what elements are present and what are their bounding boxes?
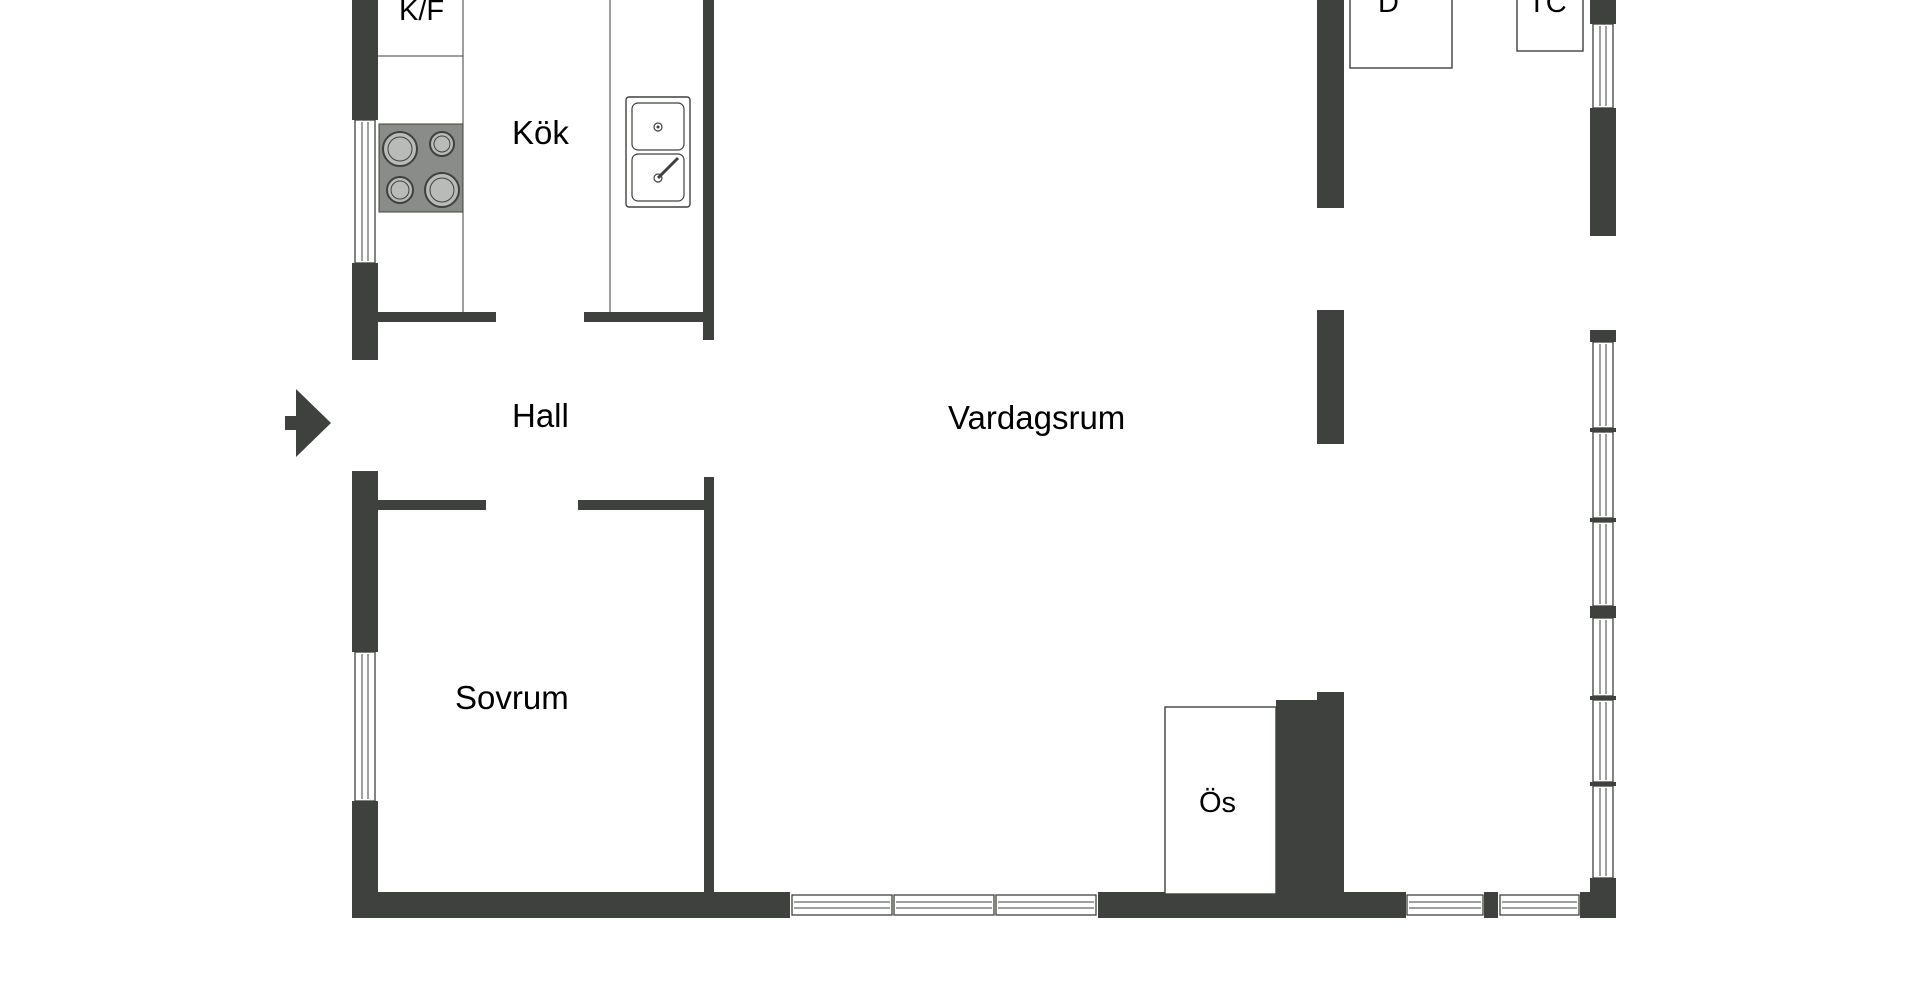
kitchen-fixtures: [378, 0, 691, 312]
window-right-1: [1592, 341, 1614, 429]
right-wall-lower-cap: [1590, 330, 1616, 342]
window-right-6: [1592, 785, 1614, 879]
left-wall-hall-lower: [352, 471, 378, 652]
window-right-2: [1592, 431, 1614, 519]
entrance-arrow-icon: [285, 389, 331, 457]
window-right-upper: [1592, 23, 1614, 109]
window-bottom-4: [1406, 894, 1484, 916]
kitchen-hall-wall-right: [584, 312, 714, 322]
window-right-mullion-1: [1590, 428, 1616, 432]
dryer-label: TC: [1528, 0, 1567, 19]
fridge-freezer-label: K/F: [399, 0, 444, 27]
window-right-mullion-4: [1590, 696, 1616, 700]
dishwasher-box: [1349, 0, 1453, 69]
window-bottom-5: [1499, 894, 1580, 916]
dryer-box: [1516, 0, 1584, 52]
windows: [354, 23, 1616, 916]
kitchen-right-wall: [703, 0, 714, 340]
window-right-5: [1592, 699, 1614, 783]
column-wall-middle: [1317, 310, 1344, 444]
chimney: [1276, 700, 1344, 918]
fireplace-label: Ös: [1199, 787, 1236, 819]
room-label-bedroom: Sovrum: [455, 679, 569, 716]
right-wall-bottom: [1590, 878, 1616, 918]
chimney-cap: [1317, 692, 1344, 702]
bottom-wall-bedroom: [352, 892, 790, 918]
bottom-wall-mid: [1098, 892, 1406, 918]
outer-walls: [352, 0, 1616, 918]
window-kitchen-left: [354, 119, 376, 264]
sink-icon: [625, 96, 691, 208]
dishwasher-label: D: [1378, 0, 1399, 19]
stove-icon: [378, 123, 464, 213]
interior-walls: [378, 0, 1344, 918]
room-label-hall: Hall: [512, 397, 569, 434]
bottom-wall-right: [1484, 892, 1498, 918]
kitchen-hall-wall-left: [378, 312, 496, 322]
right-wall-upper: [1590, 108, 1616, 236]
window-right-mullion-5: [1590, 782, 1616, 786]
window-right-3: [1592, 521, 1614, 607]
right-wall-top: [1590, 0, 1616, 24]
window-bottom-2: [893, 894, 995, 916]
window-bottom-3: [995, 894, 1097, 916]
window-right-mullion-3: [1590, 606, 1616, 618]
window-right-mullion-2: [1590, 518, 1616, 522]
column-wall-upper: [1317, 0, 1344, 208]
bedroom-right-wall: [704, 477, 714, 895]
window-bedroom-left: [354, 651, 376, 802]
bedroom-hall-wall-right: [578, 500, 714, 510]
room-label-living-room: Vardagsrum: [948, 399, 1125, 436]
left-wall-kitchen-lower: [352, 263, 378, 360]
window-bottom-1: [791, 894, 893, 916]
fireplace-box: [1164, 706, 1277, 895]
room-label-kitchen: Kök: [512, 114, 569, 151]
bedroom-hall-wall-left: [378, 500, 486, 510]
window-right-4: [1592, 617, 1614, 697]
left-wall-top: [352, 0, 378, 120]
